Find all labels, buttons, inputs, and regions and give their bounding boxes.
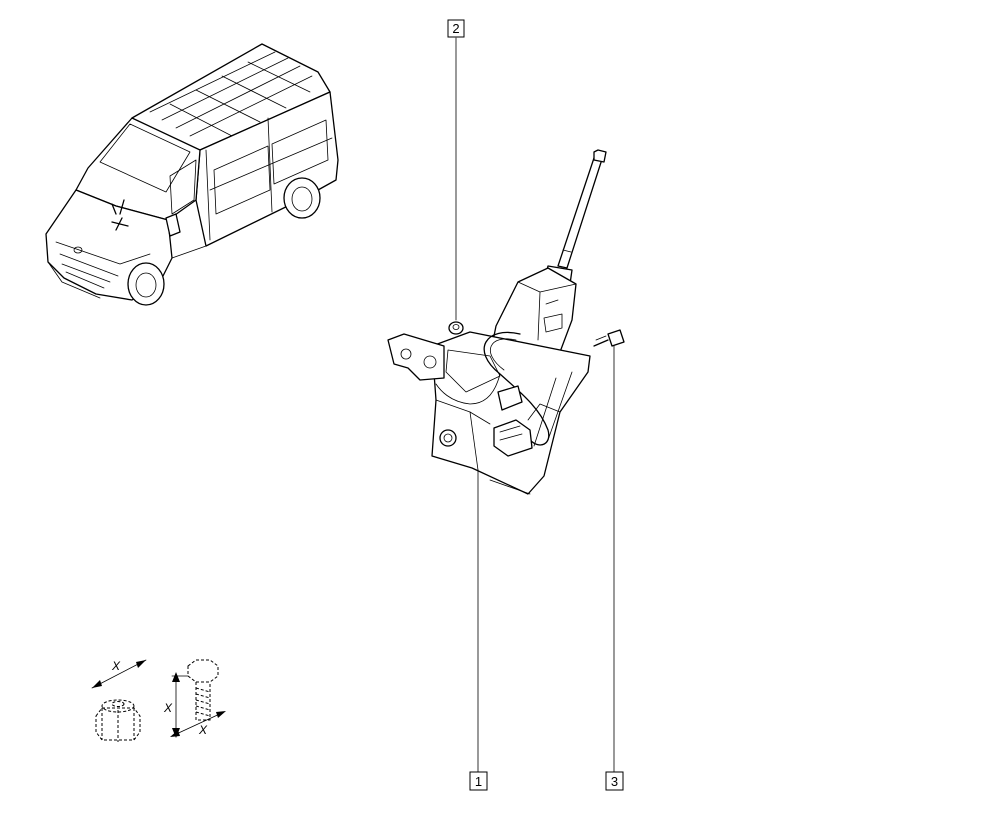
callout-box-3: 3	[605, 771, 624, 791]
dimension-label-bolt-diameter: X	[198, 723, 208, 737]
dimension-legend: X X X	[91, 659, 226, 742]
callout-number-1: 1	[475, 774, 482, 789]
callout-box-1: 1	[469, 771, 488, 791]
van-illustration	[45, 43, 339, 306]
callout-number-3: 3	[611, 774, 618, 789]
bolt-part	[593, 329, 625, 347]
nut-width-dimension: X	[91, 659, 147, 689]
nut-part	[448, 321, 464, 335]
legend-nut-icon	[95, 699, 141, 742]
dimension-label-bolt-length: X	[163, 701, 173, 715]
gear-shift-assembly	[387, 149, 607, 495]
legend-bolt-icon	[187, 659, 219, 721]
callout-number-2: 2	[452, 21, 459, 36]
bolt-diameter-dimension: X	[170, 711, 226, 737]
dimension-label-nut-width: X	[111, 659, 121, 673]
bolt-length-dimension: X	[163, 672, 189, 738]
callout-box-2: 2	[447, 19, 465, 38]
